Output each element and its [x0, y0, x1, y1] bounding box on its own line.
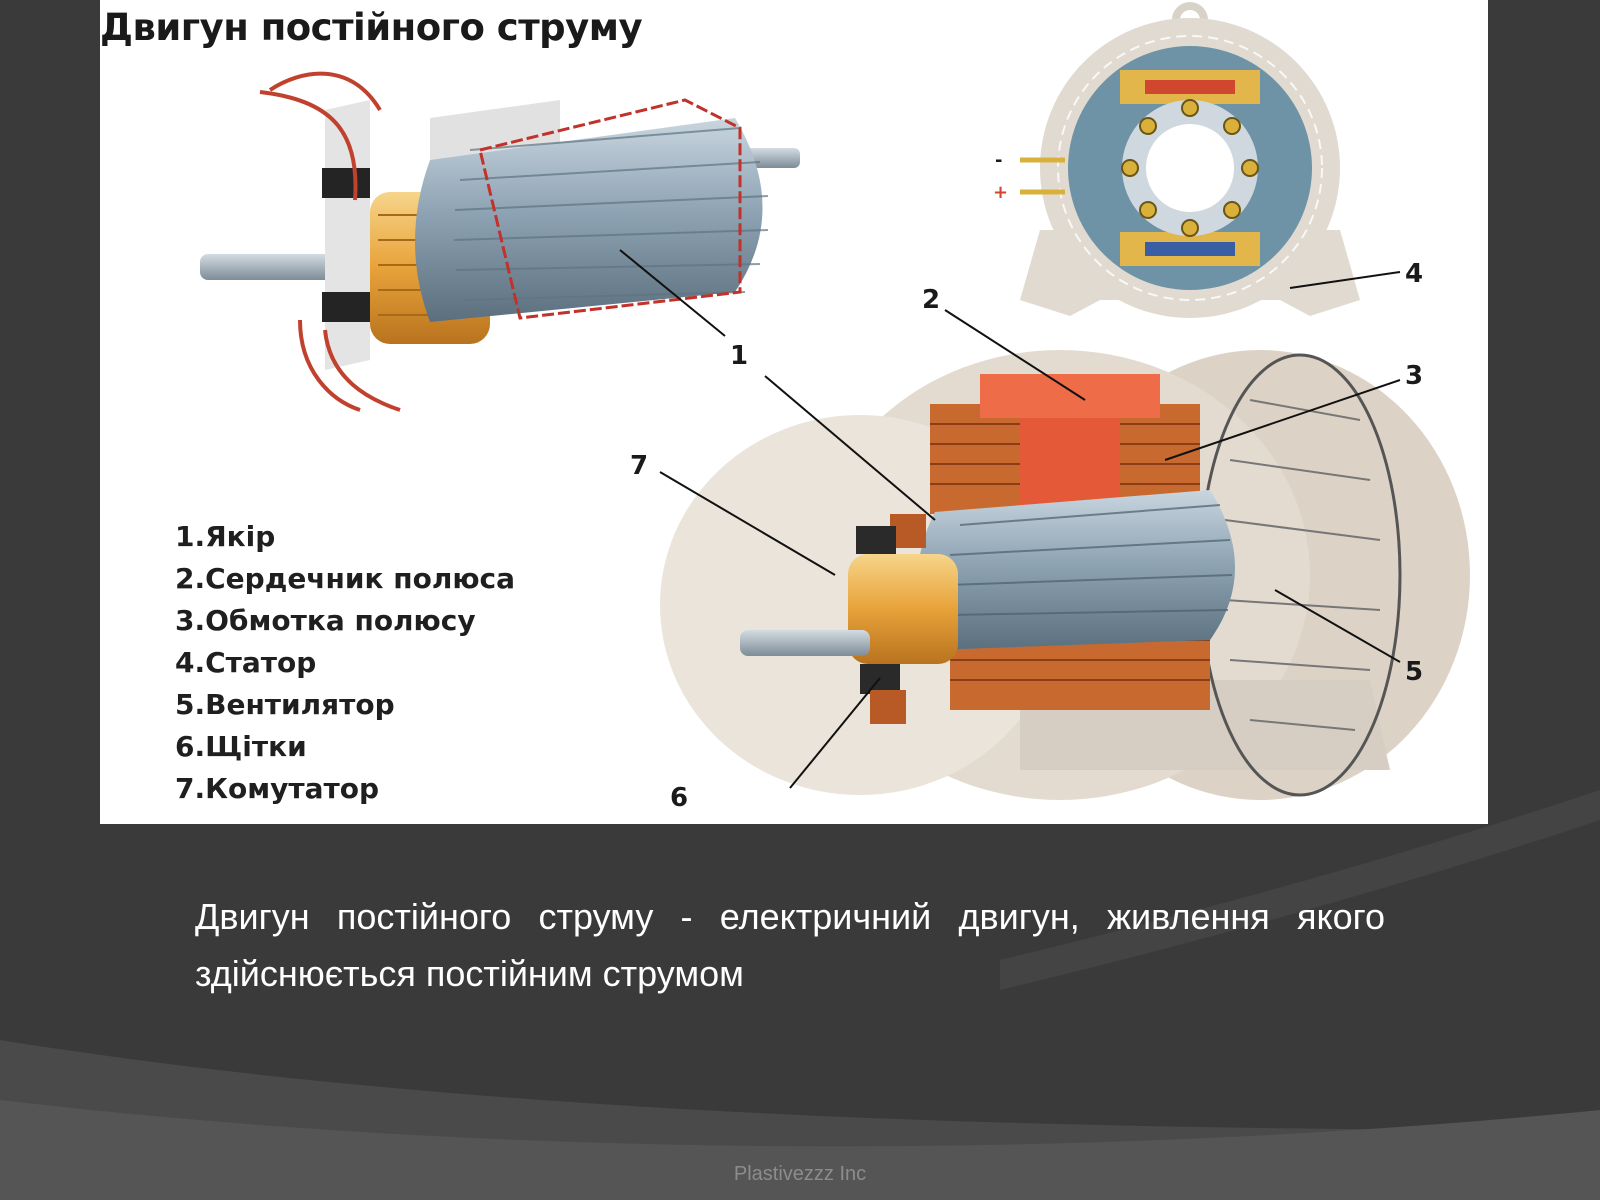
legend-item-pole-core: 2.Сердечник полюса: [175, 562, 516, 595]
terminal-plus-label: +: [993, 182, 1008, 203]
callout-7: 7: [630, 451, 648, 481]
stator-cross-section: - +: [993, 2, 1360, 318]
callout-5: 5: [1405, 657, 1423, 687]
footer-text: Plastivezzz Inc: [733, 1163, 867, 1185]
assembled-motor: [660, 350, 1470, 800]
parts-legend: 1.Якір 2.Сердечник полюса 3.Обмотка полю…: [175, 516, 515, 810]
figure-title: Двигун постійного струму: [100, 6, 643, 49]
motor-figure: - +: [100, 0, 1488, 824]
legend-item-commutator: 7.Комутатор: [175, 772, 380, 805]
legend-item-armature: 1.Якір: [175, 520, 276, 553]
leader-lines: [619, 249, 1401, 789]
terminal-minus-label: -: [995, 150, 1002, 171]
legend-item-fan: 5.Вентилятор: [175, 688, 395, 721]
legend-item-brushes: 6.Щітки: [175, 730, 307, 763]
armature-illustration: [200, 71, 800, 412]
legend-item-stator: 4.Статор: [175, 646, 317, 679]
callout-4: 4: [1405, 259, 1423, 289]
callout-6: 6: [670, 783, 688, 813]
definition-text: Двигун постійного струму - електричний д…: [195, 896, 1385, 994]
motor-diagram: - +: [200, 2, 1470, 813]
legend-item-pole-winding: 3.Обмотка полюсу: [175, 604, 476, 637]
callout-1: 1: [730, 341, 748, 371]
callout-3: 3: [1405, 361, 1423, 391]
callout-2: 2: [922, 285, 940, 315]
